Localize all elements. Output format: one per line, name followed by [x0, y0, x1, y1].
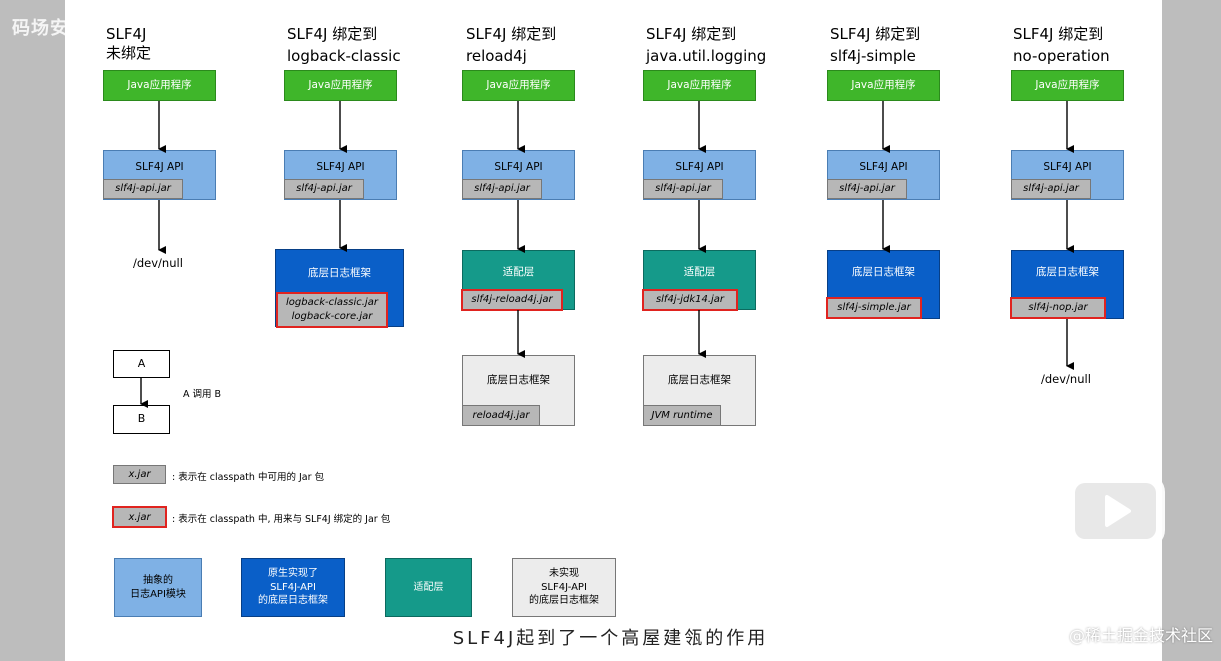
col5-api-label: SLF4J API [859, 161, 908, 173]
col2-title-line2: logback-classic [287, 47, 401, 65]
col1-api-jar: slf4j-api.jar [103, 179, 183, 199]
col4-adapter-jar: slf4j-jdk14.jar [642, 289, 738, 311]
col2-api-box: SLF4J API slf4j-api.jar [284, 150, 397, 200]
col6-devnull: /dev/null [1041, 372, 1091, 386]
legend-jar-note: : 表示在 classpath 中可用的 Jar 包 [172, 472, 325, 483]
col3-impl-jar: reload4j.jar [462, 405, 540, 426]
col4-app-box: Java应用程序 [643, 70, 756, 101]
col3-app-box: Java应用程序 [462, 70, 575, 101]
col4-adapter-box: 适配层 slf4j-jdk14.jar [642, 250, 756, 311]
col2-title-line1: SLF4J 绑定到 [287, 25, 378, 43]
col4-impl-box: 底层日志框架 JVM runtime [643, 355, 756, 426]
col1-devnull: /dev/null [133, 256, 183, 270]
col5-api-jar: slf4j-api.jar [827, 179, 907, 199]
col2-impl-label: 底层日志框架 [308, 267, 371, 279]
site-watermark: @稀土掘金技术社区 [1068, 626, 1213, 645]
legend-key-abstract-api: 抽象的 日志API模块 [114, 558, 202, 617]
col5-impl-jar: slf4j-simple.jar [826, 297, 922, 319]
col3-impl-label: 底层日志框架 [487, 374, 550, 386]
col3-adapter-box: 适配层 slf4j-reload4j.jar [461, 250, 575, 311]
col3-api-label: SLF4J API [494, 161, 543, 173]
col2-impl-jar2: logback-core.jar [291, 311, 373, 322]
col1-app-box: Java应用程序 [103, 70, 216, 101]
watermark-left: 码场安 [12, 18, 69, 39]
col4-impl-jar: JVM runtime [643, 405, 721, 426]
col6-impl-jar: slf4j-nop.jar [1010, 297, 1106, 319]
col3-impl-box: 底层日志框架 reload4j.jar [462, 355, 575, 426]
legend-key-non-impl: 未实现 SLF4J-API 的底层日志框架 [512, 558, 616, 617]
legend-key-adapter: 适配层 [385, 558, 472, 617]
col1-api-box: SLF4J API slf4j-api.jar [103, 150, 216, 200]
col3-api-box: SLF4J API slf4j-api.jar [462, 150, 575, 200]
legend-box-b: B [113, 405, 170, 434]
col4-title-line2: java.util.logging [646, 47, 767, 65]
col5-api-box: SLF4J API slf4j-api.jar [827, 150, 940, 200]
col1-api-label: SLF4J API [135, 161, 184, 173]
col3-title-line1: SLF4J 绑定到 [466, 25, 557, 43]
col4-api-box: SLF4J API slf4j-api.jar [643, 150, 756, 200]
col2-impl-jars: logback-classic.jar logback-core.jar [276, 292, 388, 328]
legend-jar-red-sample: x.jar [112, 506, 167, 528]
col2-app-box: Java应用程序 [284, 70, 397, 101]
col1-title-line2: 未绑定 [106, 44, 152, 62]
bilibili-play-icon[interactable] [1063, 458, 1168, 550]
col4-api-label: SLF4J API [675, 161, 724, 173]
col3-adapter-label: 适配层 [502, 266, 535, 278]
col4-api-jar: slf4j-api.jar [643, 179, 723, 199]
col2-impl-box: 底层日志框架 logback-classic.jar logback-core.… [275, 249, 404, 328]
legend-jar-red-note: : 表示在 classpath 中, 用来与 SLF4J 绑定的 Jar 包 [172, 514, 391, 525]
col5-app-box: Java应用程序 [827, 70, 940, 101]
col1-title-line1: SLF4J [106, 25, 147, 43]
slide [65, 0, 1162, 661]
legend-call-note: A 调用 B [183, 389, 222, 400]
col2-api-jar: slf4j-api.jar [284, 179, 364, 199]
legend-key-native-impl: 原生实现了 SLF4J-API 的底层日志框架 [241, 558, 345, 617]
col6-api-jar: slf4j-api.jar [1011, 179, 1091, 199]
col5-title-line1: SLF4J 绑定到 [830, 25, 921, 43]
col4-impl-label: 底层日志框架 [668, 374, 731, 386]
col6-impl-label: 底层日志框架 [1036, 266, 1099, 278]
col6-title-line1: SLF4J 绑定到 [1013, 25, 1104, 43]
col3-adapter-jar: slf4j-reload4j.jar [461, 289, 563, 311]
col5-impl-label: 底层日志框架 [852, 266, 915, 278]
col4-title-line1: SLF4J 绑定到 [646, 25, 737, 43]
legend-jar-sample: x.jar [113, 465, 166, 484]
col5-impl-box: 底层日志框架 slf4j-simple.jar [826, 250, 940, 319]
col6-api-label: SLF4J API [1043, 161, 1092, 173]
subtitle-caption: SLF4J起到了一个高屋建瓴的作用 [452, 628, 769, 649]
col6-app-box: Java应用程序 [1011, 70, 1124, 101]
col6-title-line2: no-operation [1013, 47, 1110, 65]
col6-impl-box: 底层日志框架 slf4j-nop.jar [1010, 250, 1124, 319]
col5-title-line2: slf4j-simple [830, 47, 916, 65]
col3-title-line2: reload4j [466, 47, 527, 65]
col4-adapter-label: 适配层 [683, 266, 716, 278]
legend-box-a: A [113, 350, 170, 378]
col2-impl-jar1: logback-classic.jar [286, 297, 378, 308]
col2-api-label: SLF4J API [316, 161, 365, 173]
col3-api-jar: slf4j-api.jar [462, 179, 542, 199]
col6-api-box: SLF4J API slf4j-api.jar [1011, 150, 1124, 200]
